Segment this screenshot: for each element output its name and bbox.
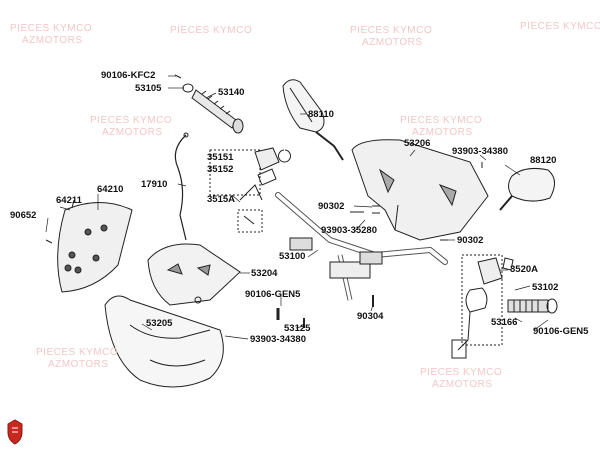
cover-53204 (147, 243, 241, 306)
leader-lines (45, 75, 549, 340)
mirror-88120 (499, 168, 555, 211)
part-label-93903-35280: 93903-35280 (321, 225, 377, 236)
part-label-53204: 53204 (251, 268, 278, 279)
part-label-90304: 90304 (357, 311, 384, 322)
part-label-64210: 64210 (97, 184, 124, 195)
watermark-line1: PIECES KYMCO (170, 25, 253, 36)
watermark-line1: PIECES KYMCO (10, 23, 93, 34)
part-label-53206: 53206 (404, 138, 431, 149)
watermark-line2: AZMOTORS (22, 35, 83, 46)
watermark-line1: PIECES KYMCO (420, 367, 503, 378)
switch-right (451, 254, 514, 359)
part-label-3520a: 3520A (510, 264, 538, 275)
part-label-64211: 64211 (56, 195, 82, 206)
watermark-line2: AZMOTORS (432, 379, 493, 390)
part-label-53100: 53100 (279, 251, 306, 262)
part-label-53205: 53205 (146, 318, 173, 329)
watermark-line2: AZMOTORS (412, 127, 473, 138)
watermark-line1: PIECES KYMCO (350, 25, 433, 36)
part-label-90106-gen5-b: 90106-GEN5 (533, 326, 589, 337)
grip-53166 (507, 298, 558, 314)
part-label-90106-gen5-a: 90106-GEN5 (245, 289, 301, 300)
part-label-90652: 90652 (10, 210, 37, 221)
bolt-90106 (174, 74, 182, 79)
part-label-93903-34380-bottom: 93903-34380 (250, 334, 306, 345)
part-label-53105: 53105 (135, 83, 162, 94)
part-label-90302-a: 90302 (318, 201, 345, 212)
part-label-3515a: 3515A (207, 194, 235, 205)
cable-17910 (174, 132, 189, 241)
switch-left (209, 147, 291, 233)
shield-logo-icon (7, 419, 23, 445)
cover-53205 (104, 295, 224, 388)
part-label-90106-kfc2: 90106-KFC2 (101, 70, 156, 81)
part-label-17910: 17910 (141, 179, 168, 190)
part-label-90302-b: 90302 (457, 235, 484, 246)
grip-53140 (182, 83, 244, 134)
watermark-line2: AZMOTORS (362, 37, 423, 48)
mirror-88110 (282, 79, 344, 161)
part-label-53166: 53166 (491, 317, 518, 328)
watermark-line2: AZMOTORS (48, 359, 109, 370)
part-label-35152: 35152 (207, 164, 234, 175)
part-label-88120: 88120 (530, 155, 557, 166)
cover-53206 (351, 139, 489, 241)
screws-64211 (45, 199, 75, 244)
handlebar-53100 (275, 192, 448, 301)
watermark-line1: PIECES KYMCO (90, 115, 173, 126)
part-label-88110: 88110 (308, 109, 334, 120)
part-label-53140: 53140 (218, 87, 245, 98)
part-label-53102: 53102 (532, 282, 559, 293)
watermark-line2: AZMOTORS (102, 127, 163, 138)
windscreen-64210 (57, 202, 133, 293)
watermark-line1: PIECES KYMCO (36, 347, 119, 358)
watermark-line1: PIECES KYMCO (400, 115, 483, 126)
bolts-93903-35280 (350, 211, 380, 214)
part-label-93903-34380-top: 93903-34380 (452, 146, 508, 157)
watermark-line1: PIECES KYMCO (520, 21, 600, 32)
part-label-35151: 35151 (207, 152, 234, 163)
part-label-53125: 53125 (284, 323, 311, 334)
